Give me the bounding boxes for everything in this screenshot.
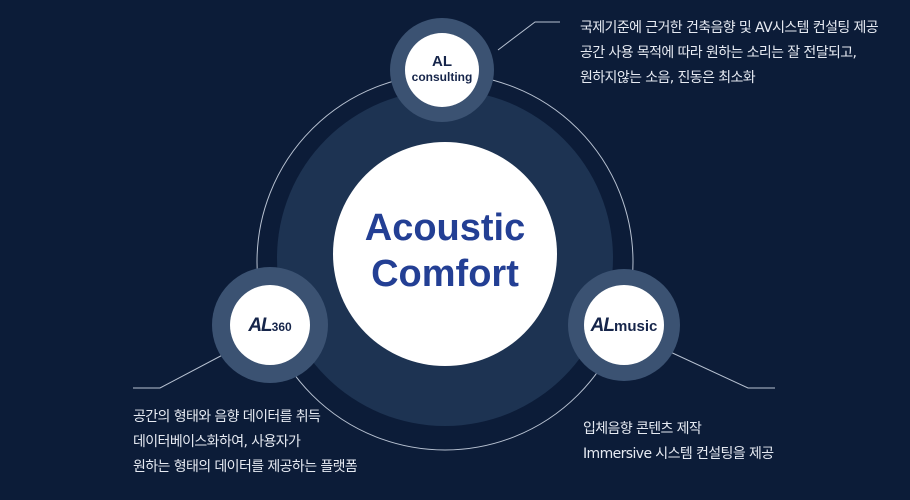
leader-line-consulting	[497, 21, 560, 51]
description-line: 공간의 형태와 음향 데이터를 취득	[133, 409, 321, 425]
node-consulting-logo: AL consulting	[402, 54, 482, 85]
description-consulting: 국제기준에 근거한 건축음향 및 AV시스템 컨설팅 제공 공간 사용 목적에 …	[580, 16, 879, 91]
logo-name: music	[613, 318, 658, 335]
leader-line-al360	[133, 349, 233, 389]
description-line: 입체음향 콘텐츠 제작	[583, 421, 702, 437]
logo-name: consulting	[411, 70, 473, 84]
center-title-line1: Acoustic	[364, 207, 526, 249]
center-title: Acoustic Comfort	[335, 205, 555, 297]
description-music: 입체음향 콘텐츠 제작 Immersive 시스템 컨설팅을 제공	[583, 417, 774, 467]
logo-brand: AL	[590, 315, 615, 336]
center-title-line2: Comfort	[371, 253, 519, 295]
description-line: Immersive 시스템 컨설팅을 제공	[583, 446, 774, 462]
description-line: 국제기준에 근거한 건축음향 및 AV시스템 컨설팅 제공	[580, 20, 879, 36]
logo-brand: AL	[248, 315, 272, 336]
description-line: 원하지않는 소음, 진동은 최소화	[580, 70, 756, 86]
node-circle-consulting	[405, 33, 479, 107]
description-line: 원하는 형태의 데이터를 제공하는 플랫폼	[133, 459, 358, 475]
logo-name: 360	[271, 320, 292, 334]
leader-line-music	[665, 349, 775, 389]
node-circle-al360	[230, 285, 310, 365]
center-circle	[333, 142, 557, 366]
description-line: 데이터베이스화하여, 사용자가	[133, 434, 301, 450]
description-al360: 공간의 형태와 음향 데이터를 취득 데이터베이스화하여, 사용자가 원하는 형…	[133, 405, 358, 480]
node-circle-music	[584, 285, 664, 365]
logo-brand: AL	[432, 53, 452, 70]
node-music-logo: ALmusic	[579, 315, 669, 337]
description-line: 공간 사용 목적에 따라 원하는 소리는 잘 전달되고,	[580, 45, 857, 61]
node-al360-logo: AL360	[225, 315, 315, 337]
